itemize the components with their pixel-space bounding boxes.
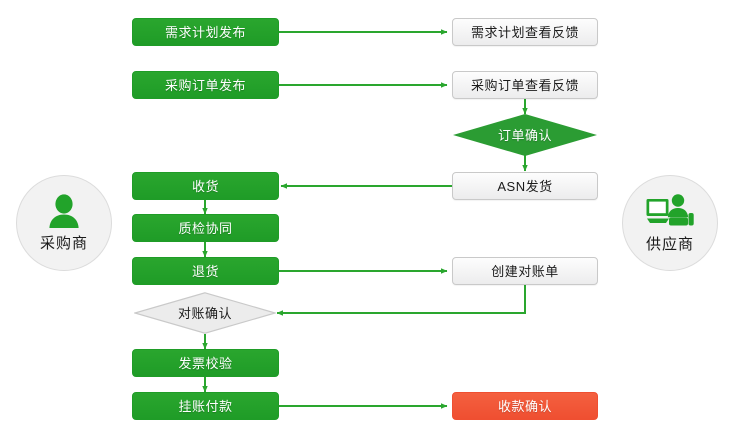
node-receive-goods[interactable]: 收货: [132, 172, 279, 200]
node-label: 挂账付款: [178, 398, 233, 414]
node-quality-collab[interactable]: 质检协同: [132, 214, 279, 242]
node-invoice-verify[interactable]: 发票校验: [132, 349, 279, 377]
node-demand-plan-publish[interactable]: 需求计划发布: [132, 18, 279, 46]
actor-buyer-label: 采购商: [39, 234, 88, 252]
node-return-goods[interactable]: 退货: [132, 257, 279, 285]
node-asn-shipment[interactable]: ASN发货: [452, 172, 598, 200]
actor-buyer[interactable]: 采购商: [16, 175, 112, 271]
actor-supplier-label: 供应商: [645, 235, 694, 253]
diamond-shape-grey: [134, 292, 276, 334]
node-label: 发票校验: [178, 355, 233, 371]
node-order-confirm[interactable]: 订单确认: [453, 114, 597, 156]
node-label: 收货: [191, 178, 219, 194]
node-statement-confirm[interactable]: 对账确认: [134, 292, 276, 334]
node-demand-plan-feedback[interactable]: 需求计划查看反馈: [452, 18, 598, 46]
node-label: 订单确认: [497, 127, 552, 143]
node-receipt-confirm[interactable]: 收款确认: [452, 392, 598, 420]
node-label: 需求计划查看反馈: [470, 24, 579, 40]
node-po-feedback[interactable]: 采购订单查看反馈: [452, 71, 598, 99]
node-label: 收款确认: [497, 398, 552, 414]
diamond-shape-green: [453, 114, 597, 156]
actor-supplier[interactable]: 供应商: [622, 175, 718, 271]
person-icon: [44, 193, 84, 230]
node-label: ASN发货: [497, 178, 553, 194]
node-label: 退货: [191, 263, 219, 279]
node-label: 需求计划发布: [164, 24, 246, 40]
node-po-publish[interactable]: 采购订单发布: [132, 71, 279, 99]
node-label: 采购订单查看反馈: [470, 77, 579, 93]
node-create-statement[interactable]: 创建对账单: [452, 257, 598, 285]
node-label: 对账确认: [177, 305, 232, 321]
node-label: 采购订单发布: [164, 77, 246, 93]
edge-create-statement-to-statement-confirm: [276, 285, 526, 316]
node-label: 质检协同: [178, 220, 233, 236]
person-computer-icon: [645, 193, 695, 231]
node-payment-post[interactable]: 挂账付款: [132, 392, 279, 420]
node-label: 创建对账单: [491, 263, 559, 279]
